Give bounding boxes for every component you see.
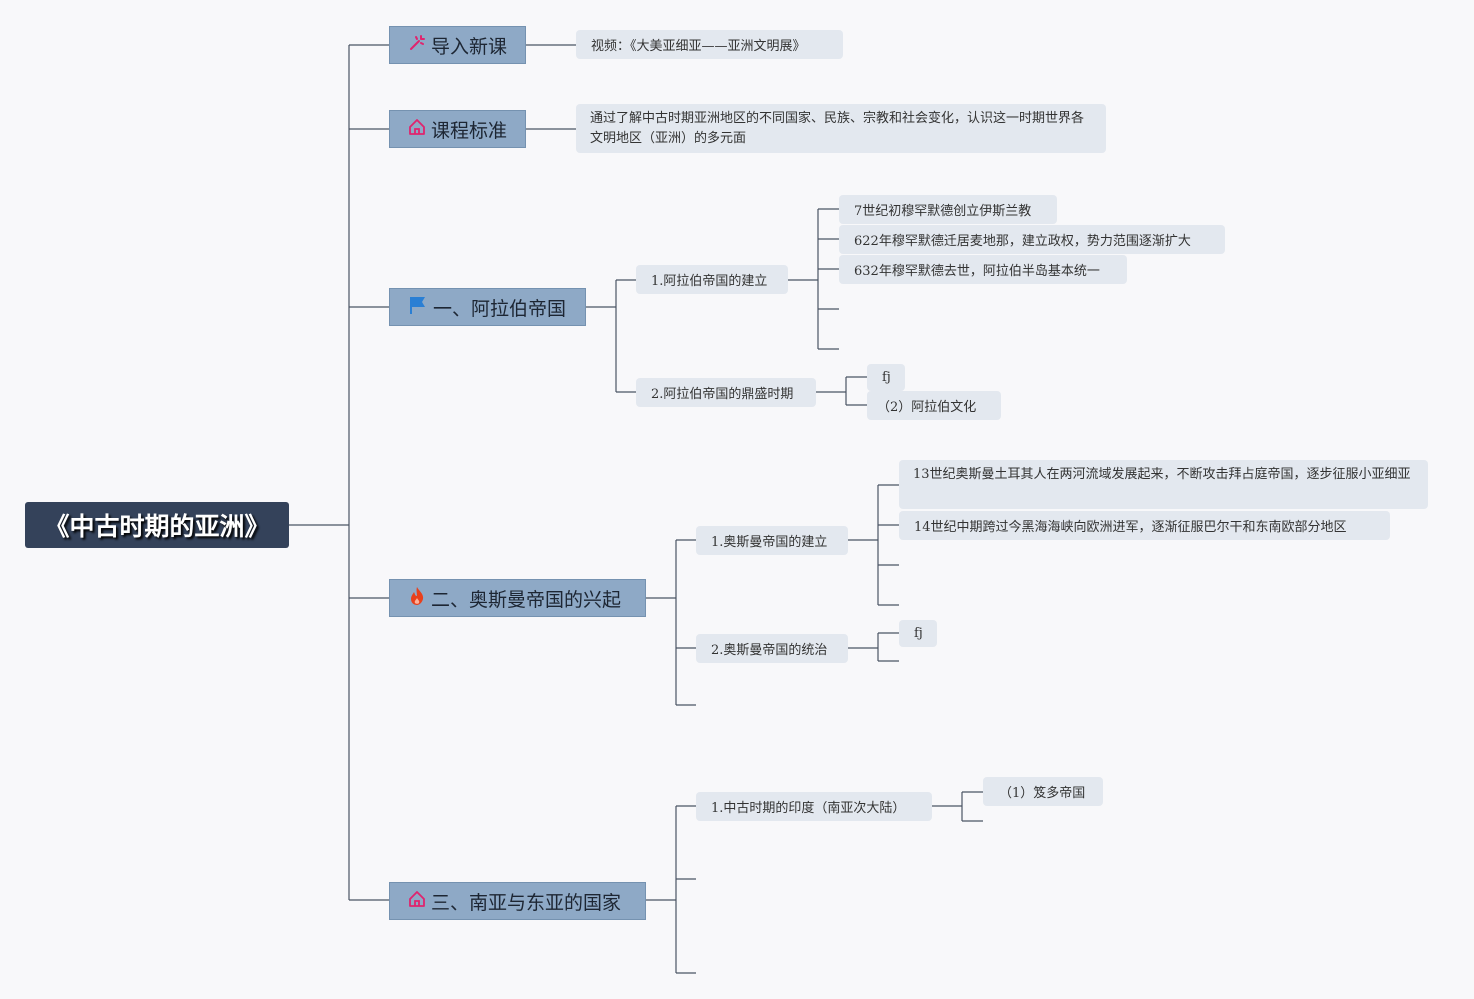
ottoman-rule-node[interactable]: 2.奥斯曼帝国的统治 xyxy=(696,634,848,663)
topic-standard-label: 课程标准 xyxy=(431,119,508,142)
leaf-text: 14世纪中期跨过今黑海海峡向欧洲进军，逐渐征服巴尔干和东南欧部分地区 xyxy=(914,520,1347,535)
leaf-text: （2）阿拉伯文化 xyxy=(877,400,977,415)
intro-video-text: 视频：《大美亚细亚——亚洲文明展》 xyxy=(591,39,806,54)
arab-golden-age-label: 2.阿拉伯帝国的鼎盛时期 xyxy=(651,387,794,402)
ottoman-founding-node[interactable]: 1.奥斯曼帝国的建立 xyxy=(696,526,848,555)
standard-text-node[interactable]: 通过了解中古时期亚洲地区的不同国家、民族、宗教和社会变化，认识这一时期世界各文明… xyxy=(576,104,1106,153)
arab-leaf-culture[interactable]: （2）阿拉伯文化 xyxy=(867,391,1001,420)
root-topic[interactable]: 《中古时期的亚洲》 xyxy=(25,502,289,548)
india-leaf-gupta[interactable]: （1）笈多帝国 xyxy=(983,777,1103,806)
topic-intro[interactable]: 导入新课 xyxy=(389,26,526,64)
topic-intro-label: 导入新课 xyxy=(431,35,508,58)
leaf-text: 632年穆罕默德去世，阿拉伯半岛基本统一 xyxy=(854,264,1100,279)
leaf-text: 622年穆罕默德迁居麦地那，建立政权，势力范围逐渐扩大 xyxy=(854,234,1191,249)
india-node[interactable]: 1.中古时期的印度（南亚次大陆） xyxy=(696,792,932,821)
topic-south-east-asia[interactable]: 三、南亚与东亚的国家 xyxy=(389,882,646,920)
magic-wand-icon xyxy=(408,34,426,56)
arab-leaf-islam[interactable]: 7世纪初穆罕默德创立伊斯兰教 xyxy=(839,195,1057,224)
arab-golden-age-node[interactable]: 2.阿拉伯帝国的鼎盛时期 xyxy=(636,378,816,407)
ottoman-leaf-europe[interactable]: 14世纪中期跨过今黑海海峡向欧洲进军，逐渐征服巴尔干和东南欧部分地区 xyxy=(899,511,1390,540)
home-icon xyxy=(408,890,426,912)
leaf-text: 13世纪奥斯曼土耳其人在两河流域发展起来，不断攻击拜占庭帝国，逐步征服小亚细亚 xyxy=(913,467,1411,482)
topic-arab-label: 一、阿拉伯帝国 xyxy=(433,297,567,320)
ottoman-founding-label: 1.奥斯曼帝国的建立 xyxy=(711,535,828,550)
india-label: 1.中古时期的印度（南亚次大陆） xyxy=(711,801,906,816)
ottoman-leaf-rise[interactable]: 13世纪奥斯曼土耳其人在两河流域发展起来，不断攻击拜占庭帝国，逐步征服小亚细亚 xyxy=(899,460,1428,509)
root-title: 《中古时期的亚洲》 xyxy=(44,512,270,541)
topic-arab-empire[interactable]: 一、阿拉伯帝国 xyxy=(389,288,586,326)
arab-leaf-medina[interactable]: 622年穆罕默德迁居麦地那，建立政权，势力范围逐渐扩大 xyxy=(839,225,1225,254)
arab-founding-label: 1.阿拉伯帝国的建立 xyxy=(651,274,768,289)
fire-icon xyxy=(408,586,426,610)
topic-ottoman-empire[interactable]: 二、奥斯曼帝国的兴起 xyxy=(389,579,646,617)
flag-icon xyxy=(408,295,428,319)
topic-standard[interactable]: 课程标准 xyxy=(389,110,526,148)
standard-text: 通过了解中古时期亚洲地区的不同国家、民族、宗教和社会变化，认识这一时期世界各文明… xyxy=(590,111,1085,146)
ottoman-rule-label: 2.奥斯曼帝国的统治 xyxy=(711,643,828,658)
topic-ottoman-label: 二、奥斯曼帝国的兴起 xyxy=(431,588,622,611)
topic-south-east-label: 三、南亚与东亚的国家 xyxy=(431,891,622,914)
intro-video-node[interactable]: 视频：《大美亚细亚——亚洲文明展》 xyxy=(576,30,843,59)
leaf-text: 7世纪初穆罕默德创立伊斯兰教 xyxy=(854,204,1032,219)
leaf-text: （1）笈多帝国 xyxy=(999,786,1086,801)
arab-leaf-unify[interactable]: 632年穆罕默德去世，阿拉伯半岛基本统一 xyxy=(839,255,1127,284)
ottoman-leaf-fj[interactable]: fj xyxy=(899,620,937,647)
leaf-text: fj xyxy=(914,626,923,641)
leaf-text: fj xyxy=(882,370,891,385)
arab-founding-node[interactable]: 1.阿拉伯帝国的建立 xyxy=(636,265,788,294)
arab-leaf-fj[interactable]: fj xyxy=(867,364,905,391)
home-icon xyxy=(408,118,426,140)
